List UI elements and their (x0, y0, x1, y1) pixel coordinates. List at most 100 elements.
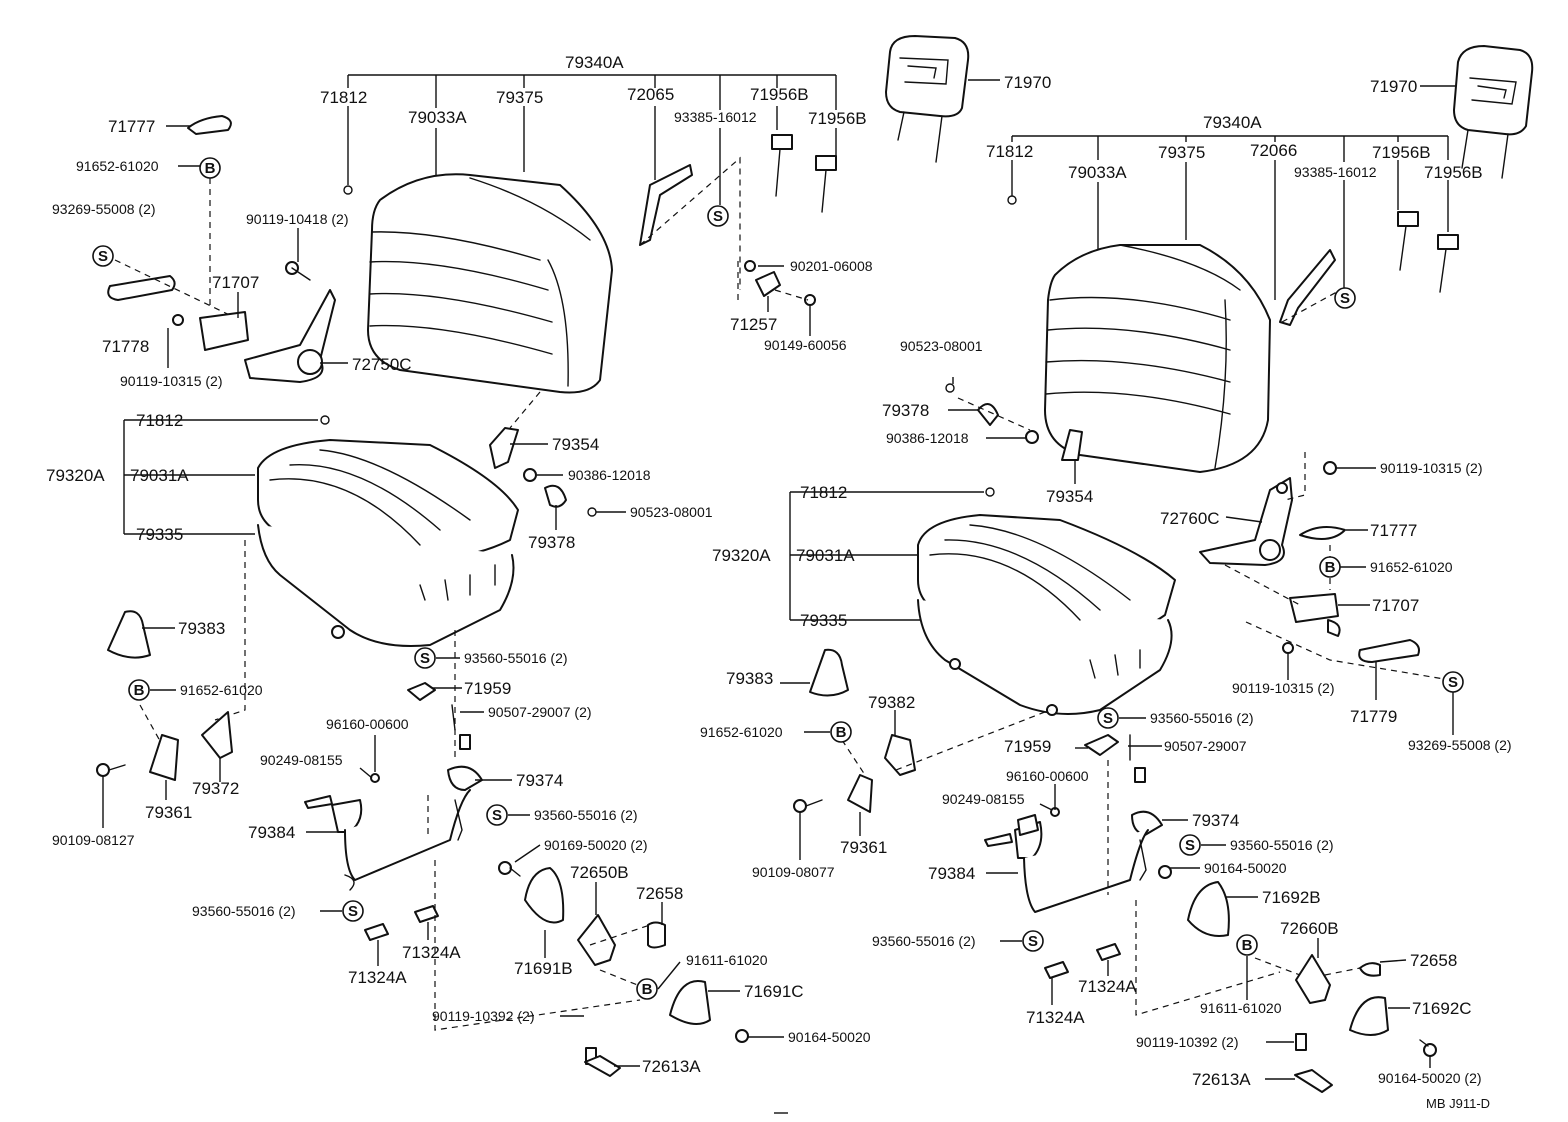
svg-text:S: S (1448, 674, 1458, 691)
left-cushion-bracket (123, 415, 330, 535)
label-72613A: 72613A (642, 1057, 701, 1076)
label-72066: 72066 (1250, 141, 1297, 160)
label-71324A-a: 71324A (402, 943, 461, 962)
right-seat-track (984, 734, 1163, 913)
label-90386-12018: 90386-12018 (568, 467, 651, 483)
label-90109-08127: 90109-08127 (52, 832, 135, 848)
label-71812-mid-r: 71812 (800, 483, 847, 502)
label-71257: 71257 (730, 315, 777, 334)
label-90119-10315: 90119-10315 (2) (120, 373, 222, 389)
label-79335: 79335 (136, 525, 183, 544)
left-lower-parts (96, 540, 345, 781)
right-leaders (780, 377, 1454, 1080)
label-90386-12018-r: 90386-12018 (886, 430, 969, 446)
label-91652-61020-top-r: 91652-61020 (1370, 559, 1453, 575)
label-91611-61020: 91611-61020 (686, 952, 768, 968)
left-symbols: B S S B S S S B (92, 157, 729, 1000)
label-71779: 71779 (1350, 707, 1397, 726)
left-labels: 79340A 71812 79033A 79375 72065 71956B 9… (46, 53, 873, 1076)
left-leaders (102, 125, 811, 1067)
label-79320A-r: 79320A (712, 546, 771, 565)
label-90169-50020: 90169-50020 (2) (544, 837, 648, 853)
label-72650B: 72650B (570, 863, 629, 882)
left-seat-cushion (257, 439, 519, 647)
label-79384-r: 79384 (928, 864, 975, 883)
label-93385-16012: 93385-16012 (674, 109, 757, 125)
label-79378-r: 79378 (882, 401, 929, 420)
right-bottom-parts (1044, 865, 1437, 1093)
label-90119-10392: 90119-10392 (2) (432, 1008, 534, 1024)
label-79361: 79361 (145, 803, 192, 822)
right-labels: 71970 71970 79340A 71812 79033A 79375 72… (700, 73, 1512, 1089)
svg-text:B: B (1325, 559, 1336, 576)
symbol-s-93560-b: S (486, 804, 508, 826)
label-93560-55016-c: 93560-55016 (2) (192, 903, 296, 919)
left-seat-group: B S S B S S S B (46, 53, 873, 1077)
label-93269-55008: 93269-55008 (2) (52, 201, 156, 217)
label-72065: 72065 (627, 85, 674, 104)
label-93560-55016-a: 93560-55016 (2) (464, 650, 568, 666)
label-71812-r: 71812 (986, 142, 1033, 161)
label-90249-08155: 90249-08155 (260, 752, 343, 768)
svg-text:S: S (1028, 933, 1038, 950)
clip-icon (343, 185, 353, 195)
label-90119-10315-bot-r: 90119-10315 (2) (1232, 680, 1334, 696)
svg-text:S: S (1185, 837, 1195, 854)
label-79384: 79384 (248, 823, 295, 842)
right-headrest-left (885, 35, 1000, 163)
svg-text:S: S (420, 650, 430, 667)
label-71691B: 71691B (514, 959, 573, 978)
left-headrest-guides (771, 134, 837, 213)
symbol-s-93269-r: S (1442, 671, 1464, 693)
label-90523-08001: 90523-08001 (630, 504, 713, 520)
label-93560-55016-c-r: 93560-55016 (2) (872, 933, 976, 949)
left-seat-track (304, 630, 483, 891)
label-71691C: 71691C (744, 982, 804, 1001)
label-71959-r: 71959 (1004, 737, 1051, 756)
symbol-b-91611-r: B (1236, 934, 1258, 956)
label-96160-00600-r: 96160-00600 (1006, 768, 1089, 784)
right-seatback-bracket (1007, 135, 1449, 300)
svg-text:S: S (1103, 710, 1113, 727)
svg-text:B: B (642, 981, 653, 998)
label-71956B-b-r: 71956B (1424, 163, 1483, 182)
label-71777: 71777 (108, 117, 155, 136)
symbol-s-93560-b-r: S (1179, 834, 1201, 856)
right-seat-cushion (917, 514, 1176, 716)
right-headrest-guides (1397, 211, 1459, 293)
label-90149-60056: 90149-60056 (764, 337, 847, 353)
left-hinge-72065 (639, 156, 741, 290)
symbol-s-93560-a: S (414, 647, 436, 669)
symbol-s-93560-c: S (342, 900, 364, 922)
symbol-b-91652-mid: B (128, 679, 150, 701)
label-93385-16012-r: 93385-16012 (1294, 164, 1377, 180)
label-79375-r: 79375 (1158, 143, 1205, 162)
label-71812: 71812 (320, 88, 367, 107)
svg-text:S: S (1340, 290, 1350, 307)
symbol-s-93385: S (707, 205, 729, 227)
left-seatback-bracket (347, 74, 837, 205)
label-79340A: 79340A (565, 53, 624, 72)
label-96160-00600: 96160-00600 (326, 716, 409, 732)
label-79031A: 79031A (130, 466, 189, 485)
right-symbols: S B S B S S S B (830, 287, 1464, 956)
svg-text:B: B (1242, 937, 1253, 954)
symbol-b-91652-top-r: B (1319, 556, 1341, 578)
label-71956B-b: 71956B (808, 109, 867, 128)
label-79378: 79378 (528, 533, 575, 552)
label-90507-29007-r: 90507-29007 (1164, 738, 1247, 754)
label-90119-10392-r: 90119-10392 (2) (1136, 1034, 1238, 1050)
label-93269-55008-r: 93269-55008 (2) (1408, 737, 1512, 753)
svg-text:B: B (836, 724, 847, 741)
symbol-s-93385-r: S (1334, 287, 1356, 309)
label-90523-08001-r: 90523-08001 (900, 338, 983, 354)
label-79383: 79383 (178, 619, 225, 638)
label-71692B: 71692B (1262, 888, 1321, 907)
label-72760C: 72760C (1160, 509, 1220, 528)
label-79320A: 79320A (46, 466, 105, 485)
label-90249-08155-r: 90249-08155 (942, 791, 1025, 807)
symbol-s-93560-a-r: S (1097, 707, 1119, 729)
label-79374-r: 79374 (1192, 811, 1239, 830)
label-71777-r: 71777 (1370, 521, 1417, 540)
right-upper-hinge (1199, 452, 1451, 681)
